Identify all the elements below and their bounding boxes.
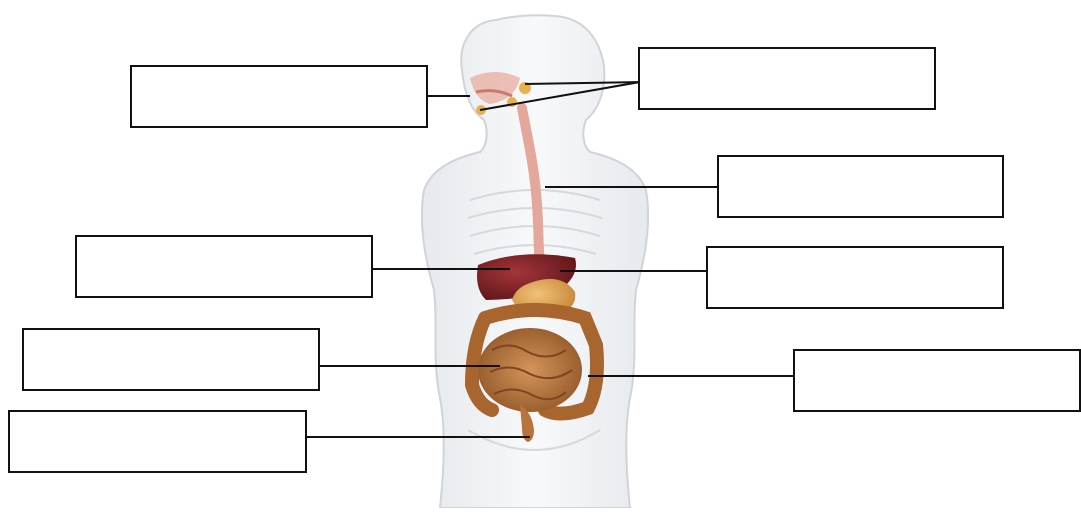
label-box-large-intestine[interactable] xyxy=(793,349,1081,412)
label-box-liver[interactable] xyxy=(75,235,373,298)
label-box-salivary-glands[interactable] xyxy=(638,47,936,110)
small-intestine-organ xyxy=(478,328,582,412)
label-box-rectum[interactable] xyxy=(8,410,307,473)
label-box-stomach[interactable] xyxy=(706,246,1004,309)
label-box-small-intestine[interactable] xyxy=(22,328,320,391)
label-box-esophagus[interactable] xyxy=(717,155,1004,218)
label-box-mouth[interactable] xyxy=(130,65,428,128)
